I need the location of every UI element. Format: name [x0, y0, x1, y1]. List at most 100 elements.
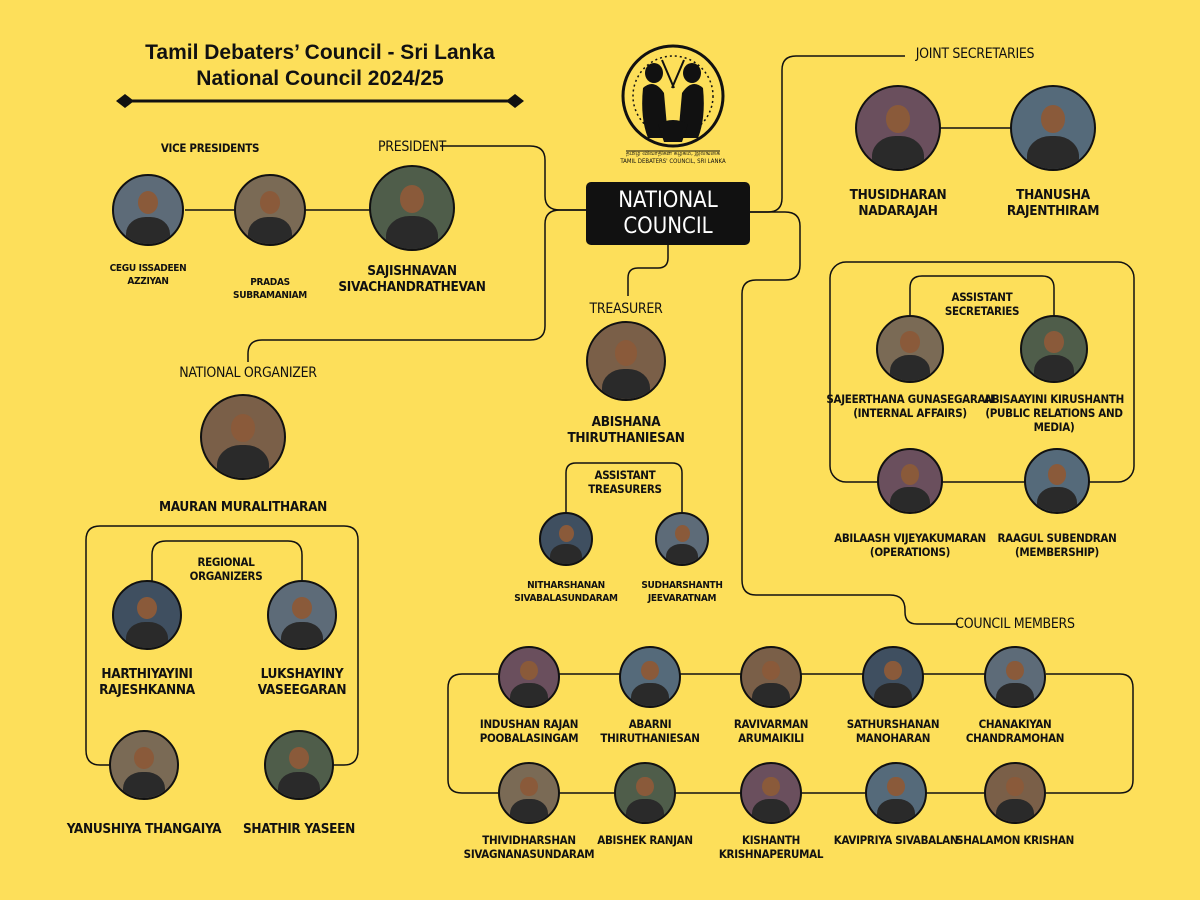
president-heading: PRESIDENT: [377, 139, 447, 155]
as4-photo: [1024, 448, 1090, 514]
ro3-name: YANUSHIYA THANGAIYA: [54, 821, 234, 837]
as4-name: RAAGUL SUBENDRAN(MEMBERSHIP): [967, 531, 1147, 559]
at1-photo: [539, 512, 593, 566]
cm1-name-line-1: INDUSHAN RAJAN: [479, 717, 579, 731]
as2-name-line-3: MEDIA): [1033, 420, 1075, 434]
cm8-photo: [740, 762, 802, 824]
vp2-name-line-1: PRADAS: [250, 277, 290, 288]
at1-name-line-1: NITHARSHANAN: [527, 580, 605, 591]
cm10-name-line-1: SHALAMON KRISHAN: [956, 833, 1074, 847]
js2-name-line-1: THANUSHA: [1016, 187, 1090, 203]
ro4-name: SHATHIR YASEEN: [209, 821, 389, 837]
cm5-name-line-1: CHANAKIYAN: [978, 717, 1052, 731]
at2-name-line-2: JEEVARATNAM: [647, 593, 717, 604]
ro4-photo: [264, 730, 334, 800]
js1-name-line-1: THUSIDHARAN: [849, 187, 947, 203]
js1-photo: [855, 85, 941, 171]
treasurer-name-line-2: THIRUTHANIESAN: [567, 430, 685, 446]
cm9-photo: [865, 762, 927, 824]
title-line-2: National Council 2024/25: [196, 67, 444, 90]
ro2-photo: [267, 580, 337, 650]
at2-photo: [655, 512, 709, 566]
cm9-name-line-1: KAVIPRIYA SIVABALAN: [833, 833, 959, 847]
title-line-1: Tamil Debaters’ Council - Sri Lanka: [145, 41, 495, 64]
cm10-photo: [984, 762, 1046, 824]
page-title: Tamil Debaters’ Council - Sri Lanka Nati…: [110, 40, 530, 92]
cm10-name: SHALAMON KRISHAN: [925, 833, 1105, 847]
regional-organizers-line-1: REGIONAL: [197, 555, 255, 569]
cm1-name-line-2: POOBALASINGAM: [479, 731, 579, 745]
vice-presidents-heading: VICE PRESIDENTS: [160, 141, 260, 155]
vp1-name-line-2: AZZIYAN: [127, 276, 169, 287]
no-photo: [200, 394, 286, 480]
ro2-name-line-2: VASEEGARAN: [257, 682, 347, 698]
cm3-photo: [740, 646, 802, 708]
cm4-name-line-2: MANOHARAN: [855, 731, 931, 745]
as3-name: ABILAASH VIJEYAKUMARAN(OPERATIONS): [820, 531, 1000, 559]
at1-name-line-2: SIVABALASUNDARAM: [514, 593, 618, 604]
as2-photo: [1020, 315, 1088, 383]
as4-name-line-2: (MEMBERSHIP): [1015, 545, 1099, 559]
as1-photo: [876, 315, 944, 383]
assistant-treasurers-heading: ASSISTANT TREASURERS: [575, 468, 675, 496]
council-members-heading: COUNCIL MEMBERS: [955, 616, 1075, 632]
assistant-secretaries-line-2: SECRETARIES: [944, 304, 1020, 318]
council-logo: தமிழ் விவாதிகள் கழகம், இலங்கை TAMIL DEBA…: [618, 38, 728, 173]
treasurer-photo: [586, 321, 666, 401]
as1-name: SAJEERTHANA GUNASEGARAN(INTERNAL AFFAIRS…: [820, 392, 1000, 420]
cm7-name: ABISHEK RANJAN: [555, 833, 735, 847]
no-name-line-1: MAURAN MURALITHARAN: [158, 499, 328, 515]
as2-name-line-1: ABISAAYINI KIRUSHANTH: [984, 392, 1124, 406]
ro3-photo: [109, 730, 179, 800]
cm5-name-line-2: CHANDRAMOHAN: [965, 731, 1065, 745]
assistant-treasurers-line-1: ASSISTANT: [594, 468, 656, 482]
vp2-name: PRADAS SUBRAMANIAM: [180, 276, 360, 302]
as3-photo: [877, 448, 943, 514]
cm6-name-line-1: THIVIDHARSHAN: [482, 833, 576, 847]
regional-organizers-heading: REGIONAL ORGANIZERS: [176, 555, 276, 583]
ro2-name-line-1: LUKSHAYINY: [260, 666, 344, 682]
treasurer-heading: TREASURER: [589, 301, 663, 317]
treasurer-name-line-1: ABISHANA: [591, 414, 661, 430]
president-photo: [369, 165, 455, 251]
cm2-photo: [619, 646, 681, 708]
assistant-secretaries-heading: ASSISTANT SECRETARIES: [930, 290, 1034, 318]
president-name-line-1: SAJISHNAVAN: [367, 263, 457, 279]
as3-name-line-1: ABILAASH VIJEYAKUMARAN: [834, 531, 986, 545]
cm3-name-line-1: RAVIVARMAN: [733, 717, 809, 731]
as3-name-line-2: (OPERATIONS): [869, 545, 951, 559]
national-council-box: NATIONAL COUNCIL: [586, 182, 750, 245]
js2-name-line-2: RAJENTHIRAM: [1006, 203, 1100, 219]
national-organizer-heading: NATIONAL ORGANIZER: [179, 365, 317, 381]
cm7-photo: [614, 762, 676, 824]
cm4-name-line-1: SATHURSHANAN: [846, 717, 940, 731]
national-council-line-1: NATIONAL: [618, 188, 718, 213]
logo-text: தமிழ் விவாதிகள் கழகம், இலங்கை TAMIL DEBA…: [620, 150, 726, 165]
cm2-name-line-1: ABARNI: [628, 717, 672, 731]
assistant-secretaries-line-1: ASSISTANT: [951, 290, 1013, 304]
regional-organizers-line-2: ORGANIZERS: [189, 569, 263, 583]
vp2-name-line-2: SUBRAMANIAM: [233, 290, 307, 301]
no-name: MAURAN MURALITHARAN: [153, 499, 333, 515]
assistant-treasurers-line-2: TREASURERS: [588, 482, 662, 496]
at1-name: NITHARSHANAN SIVABALASUNDARAM: [476, 579, 656, 605]
cm3-name-line-2: ARUMAIKILI: [738, 731, 804, 745]
js2-photo: [1010, 85, 1096, 171]
cm5-photo: [984, 646, 1046, 708]
js1-name-line-2: NADARAJAH: [858, 203, 938, 219]
as4-name-line-1: RAAGUL SUBENDRAN: [997, 531, 1117, 545]
cm1-photo: [498, 646, 560, 708]
joint-secretaries-heading: JOINT SECRETARIES: [915, 46, 1035, 62]
